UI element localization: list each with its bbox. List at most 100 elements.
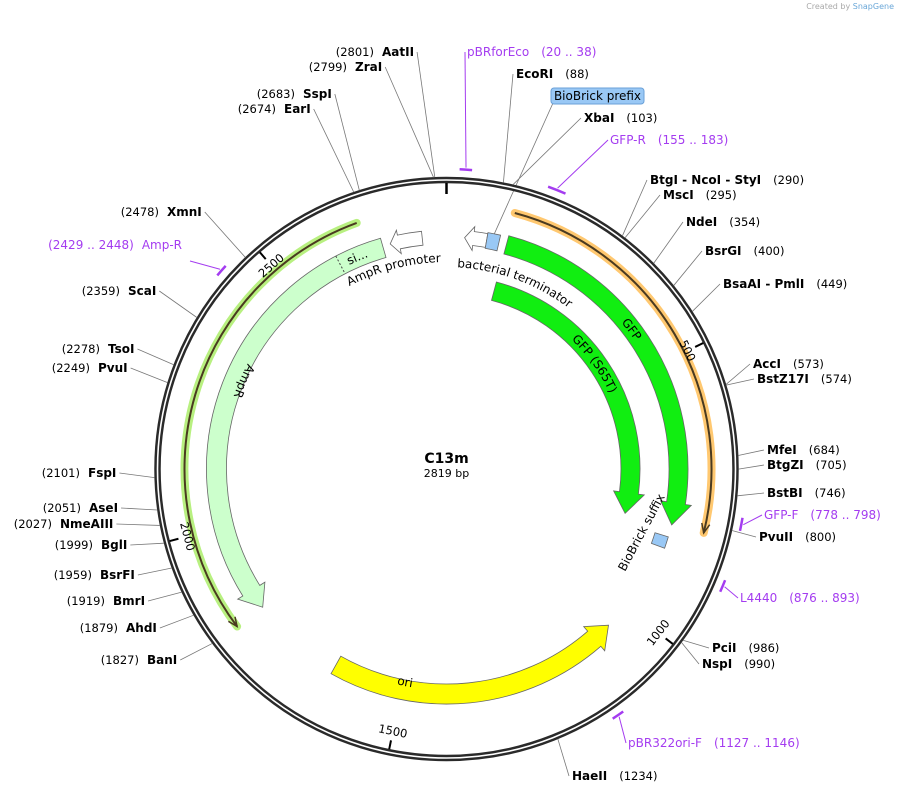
enzyme-name: NmeAIII xyxy=(60,517,113,531)
enzyme-name: EcoRI xyxy=(516,67,553,81)
enzyme-name: PvuI xyxy=(98,361,128,375)
enzyme-site[interactable]: SspI(2683) xyxy=(257,87,360,191)
primer-name: pBR322ori-F xyxy=(628,736,702,750)
enzyme-site[interactable]: AatII(2801) xyxy=(336,45,436,178)
backbone-gap xyxy=(156,179,737,759)
gfp-s65t-feature[interactable] xyxy=(491,281,646,515)
enzyme-site[interactable]: BsrGI (400) xyxy=(673,244,785,286)
enzyme-site[interactable]: PciI(986) xyxy=(682,639,780,655)
enzyme-site[interactable]: AhdI(1879) xyxy=(80,614,194,635)
primer-mark xyxy=(612,710,624,720)
enzyme-site[interactable]: AccI(573) xyxy=(725,357,824,385)
tick-mark xyxy=(259,251,267,260)
watermark-prefix: Created by xyxy=(806,2,851,11)
enzyme-site[interactable]: BstZ17I(574) xyxy=(726,372,852,386)
enzyme-site[interactable]: TsoI(2278) xyxy=(62,342,174,366)
primer-leader xyxy=(724,586,739,599)
biobrick-suffix-box[interactable] xyxy=(650,532,669,549)
primer[interactable]: L4440(876 .. 893) xyxy=(719,579,860,605)
enzyme-site[interactable]: BsaAI - PmlI (449) xyxy=(692,277,847,312)
gfp-feature[interactable] xyxy=(503,235,693,526)
enzyme-site[interactable]: AseI(2051) xyxy=(43,501,158,515)
enzyme-position: (2278) xyxy=(62,342,100,356)
enzyme-name: FspI xyxy=(88,466,116,480)
enzyme-leader-line xyxy=(204,211,246,258)
enzyme-site[interactable]: BsrFI(1959) xyxy=(54,567,172,582)
bacterial-terminator-feature[interactable] xyxy=(464,225,489,252)
enzyme-leader-line xyxy=(557,738,570,777)
primer-range: (2429 .. 2448) xyxy=(48,238,134,252)
primer[interactable]: Amp-R (2429 .. 2448) xyxy=(48,238,227,277)
enzyme-site[interactable]: HaeII(1234) xyxy=(557,738,658,783)
enzyme-site[interactable]: MscI(295) xyxy=(624,188,737,239)
primer-name: Amp-R xyxy=(142,238,182,252)
primer-leader xyxy=(743,514,763,526)
enzyme-site[interactable]: EarI (2674) xyxy=(238,102,355,193)
enzyme-leader-line xyxy=(692,283,721,312)
enzyme-position: (2799) xyxy=(309,60,347,74)
enzyme-name: BsrGI xyxy=(705,244,742,258)
enzyme-position: (400) xyxy=(754,244,785,258)
enzyme-position: (705) xyxy=(816,458,847,472)
tick-label: 1000 xyxy=(644,617,673,649)
primer[interactable]: GFP-F(778 .. 798) xyxy=(738,508,881,532)
enzyme-position: (986) xyxy=(749,641,780,655)
primer-leader xyxy=(189,260,221,270)
enzyme-site[interactable]: BtgZI(705) xyxy=(738,458,847,472)
enzyme-site[interactable]: BanI(1827) xyxy=(101,643,213,667)
enzyme-site[interactable]: FspI(2101) xyxy=(42,466,155,480)
enzyme-name: AseI xyxy=(89,501,118,515)
enzyme-name: BtgI - NcoI - StyI xyxy=(650,173,761,187)
enzyme-site[interactable]: XbaI(103) xyxy=(512,111,657,185)
biobrick-prefix-box[interactable] xyxy=(484,232,502,252)
enzyme-name: EarI xyxy=(284,102,311,116)
enzyme-site[interactable]: NspI(990) xyxy=(681,642,775,671)
enzyme-position: (2027) xyxy=(14,517,52,531)
enzyme-site[interactable]: PvuII(800) xyxy=(731,530,836,544)
enzyme-site[interactable]: BmrI(1919) xyxy=(67,591,182,608)
enzyme-site[interactable]: NmeAIII (2027) xyxy=(14,517,161,531)
enzyme-position: (2674) xyxy=(238,102,276,116)
ori-feature[interactable] xyxy=(330,624,609,705)
enzyme-position: (1959) xyxy=(54,568,92,582)
enzyme-position: (295) xyxy=(706,188,737,202)
ori-label-path: ori xyxy=(396,674,414,691)
enzyme-name: SspI xyxy=(303,87,332,101)
enzyme-leader-line xyxy=(725,363,751,385)
enzyme-position: (2359) xyxy=(82,284,120,298)
enzyme-name: BsaAI - PmlI xyxy=(723,277,804,291)
enzyme-position: (2249) xyxy=(52,361,90,375)
primer[interactable]: pBRforEco(20 .. 38) xyxy=(459,45,597,172)
enzyme-site[interactable]: ZraI(2799) xyxy=(309,60,434,178)
enzyme-site[interactable]: ScaI(2359) xyxy=(82,284,198,318)
tick-mark xyxy=(169,537,179,543)
enzyme-site[interactable]: BtgI - NcoI - StyI(290) xyxy=(622,173,804,237)
enzyme-site[interactable]: NdeI(354) xyxy=(653,215,760,264)
gfp-orf[interactable] xyxy=(514,212,713,534)
ampr-orf[interactable] xyxy=(183,221,358,628)
enzyme-site[interactable]: BglI(1999) xyxy=(55,538,165,552)
enzyme-leader-line xyxy=(180,643,213,661)
enzyme-site[interactable]: MfeI(684) xyxy=(738,443,840,457)
enzyme-name: BstZ17I xyxy=(757,372,809,386)
primer-mark xyxy=(216,265,227,277)
ampr-feature[interactable] xyxy=(206,237,387,608)
primer-range: (20 .. 38) xyxy=(541,45,596,59)
primer[interactable]: pBR322ori-F(1127 .. 1146) xyxy=(612,710,800,751)
gfp-s65t-label-path: GFP (S65T) xyxy=(569,332,620,395)
enzyme-site[interactable]: PvuI (2249) xyxy=(52,361,168,383)
enzyme-leader-line xyxy=(116,523,161,526)
enzyme-name: MfeI xyxy=(767,443,797,457)
tick-label: 500 xyxy=(676,338,698,364)
ampr-promoter-feature[interactable] xyxy=(389,228,424,255)
primer[interactable]: GFP-R(155 .. 183) xyxy=(547,133,728,195)
biobrick-prefix-callout[interactable] xyxy=(550,87,645,105)
enzyme-site[interactable]: EcoRI(88) xyxy=(503,67,589,183)
enzyme-leader-line xyxy=(738,449,765,456)
enzyme-site[interactable]: BstBI(746) xyxy=(737,486,846,500)
enzyme-site[interactable]: XmnI(2478) xyxy=(121,205,246,258)
enzyme-leader-line xyxy=(731,530,757,538)
enzyme-position: (449) xyxy=(816,277,847,291)
enzyme-position: (800) xyxy=(805,530,836,544)
ampr-orf-arrowhead xyxy=(228,616,239,629)
